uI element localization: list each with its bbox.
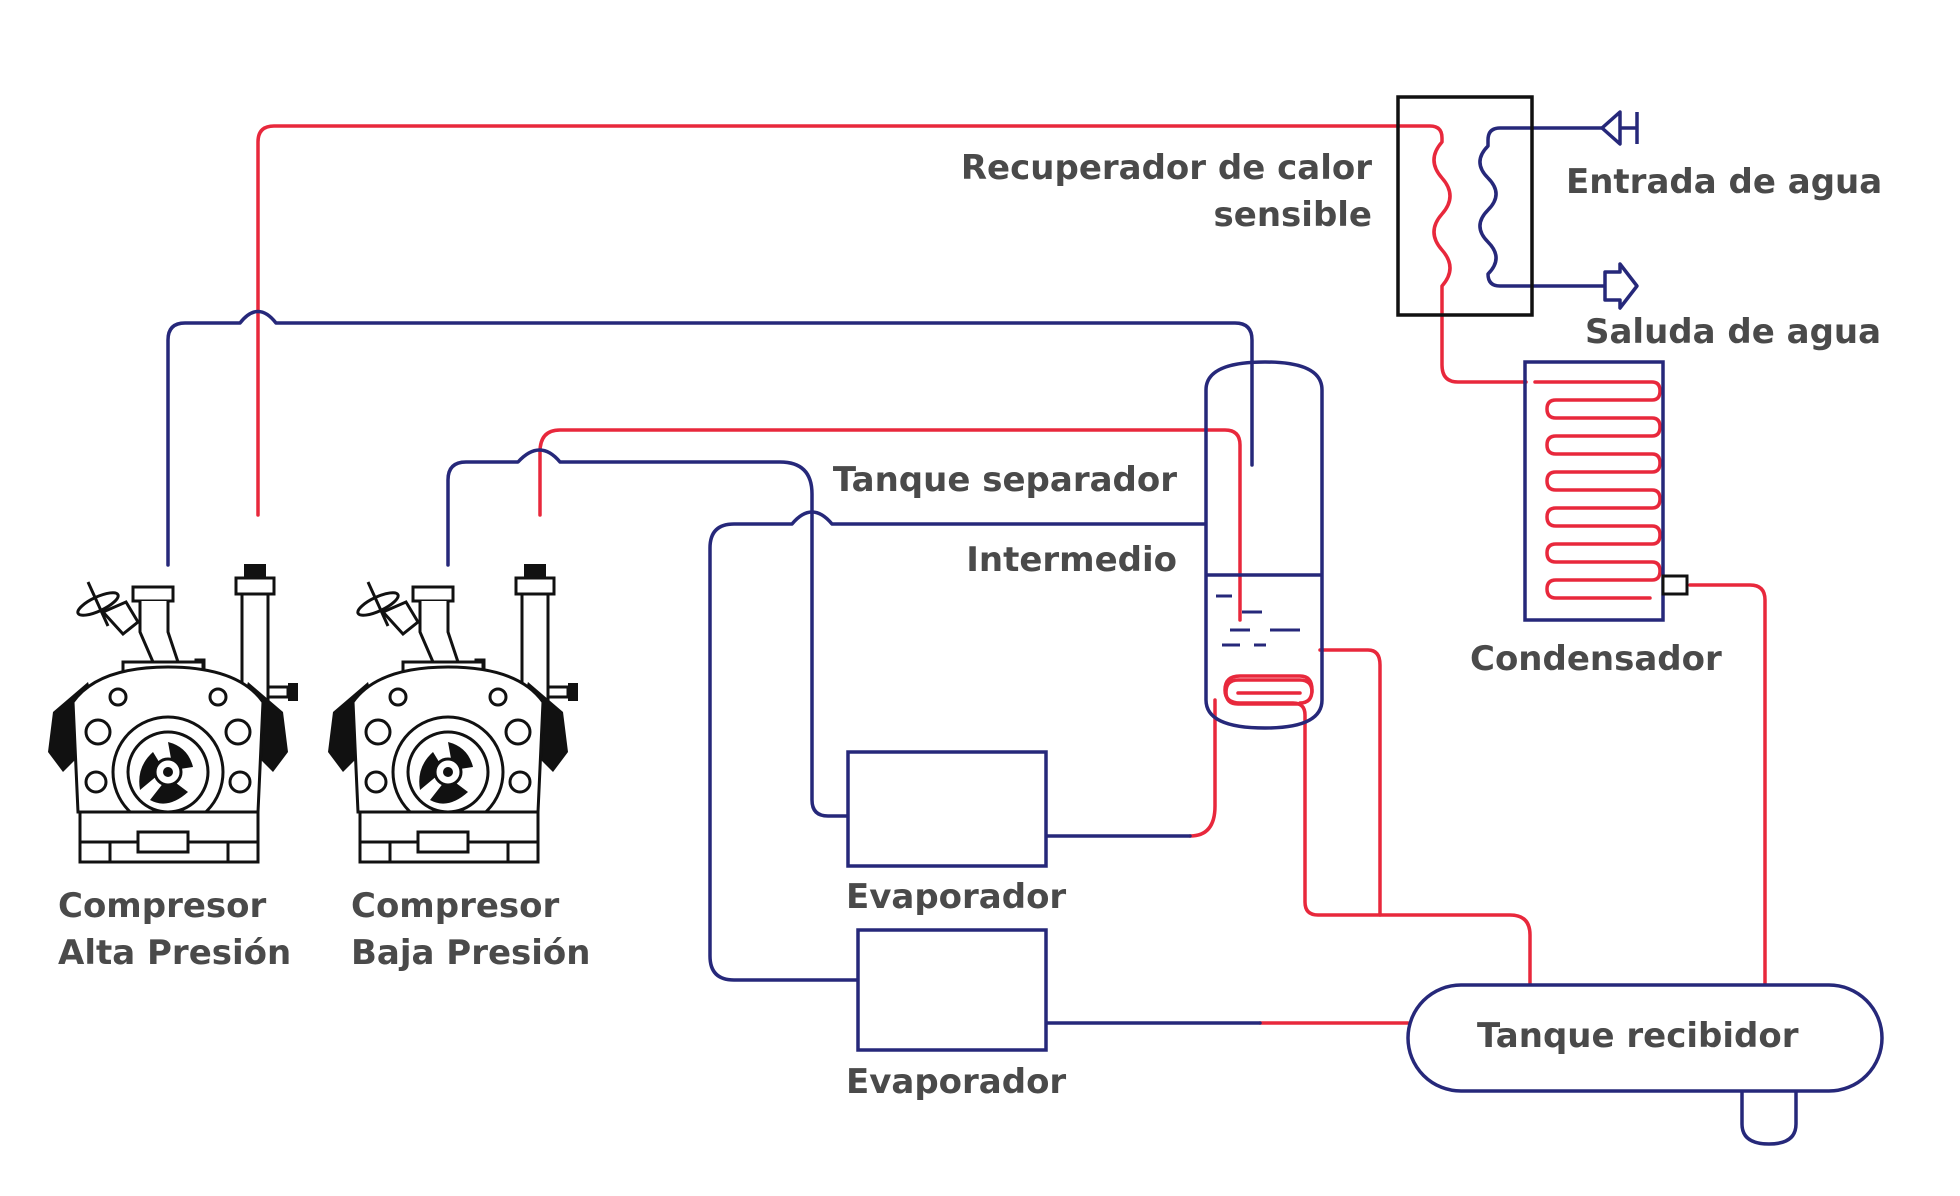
compressor-icon bbox=[326, 562, 580, 864]
heat-recovery-box bbox=[1396, 95, 1534, 317]
compressor-icon bbox=[46, 562, 300, 864]
hot-pipes bbox=[256, 124, 1767, 1025]
heat-recovery-label-1: Recuperador de calor bbox=[960, 148, 1372, 188]
condenser-box bbox=[1523, 360, 1665, 622]
tank-coil-inner bbox=[1224, 678, 1314, 706]
tank-separator-label-1: Tanque separador bbox=[832, 460, 1177, 500]
lp-discharge-pipe bbox=[538, 428, 1242, 622]
evap2-suction-pipe bbox=[708, 510, 1207, 982]
compressor-low-label-1: Compresor bbox=[351, 886, 560, 926]
receiver-to-coil-pipe bbox=[1223, 674, 1532, 992]
water-out-label: Saluda de agua bbox=[1585, 312, 1882, 352]
hp-suction-pipe bbox=[166, 309, 1254, 567]
water-coil bbox=[1478, 126, 1607, 288]
receiver-sump bbox=[1740, 1091, 1798, 1146]
evaporator-2-box bbox=[856, 928, 1048, 1052]
compressor-high-label-2: Alta Presión bbox=[58, 933, 292, 973]
receiver-tank bbox=[1406, 983, 1884, 1093]
tank-separator-label-2: Intermedio bbox=[966, 540, 1177, 580]
tank-to-evap1-pipe bbox=[1188, 698, 1217, 838]
lp-suction-pipe bbox=[446, 448, 850, 818]
heat-recovery-label-2: sensible bbox=[1213, 195, 1372, 235]
water-outlet-arrow-icon bbox=[1603, 262, 1639, 310]
cold-pipes bbox=[166, 126, 1607, 1025]
intermediate-tank bbox=[1204, 360, 1324, 730]
condenser-coil bbox=[1533, 380, 1662, 600]
hp-discharge-pipe bbox=[256, 124, 1528, 517]
evaporator-2-label: Evaporador bbox=[846, 1062, 1067, 1102]
compressor-low-label-2: Baja Presión bbox=[351, 933, 591, 973]
evaporator-1-box bbox=[846, 750, 1048, 868]
water-in-label: Entrada de agua bbox=[1566, 162, 1883, 202]
tank-coil bbox=[1318, 648, 1382, 917]
evaporator-1-label: Evaporador bbox=[846, 877, 1067, 917]
condenser-outlet-fitting bbox=[1661, 574, 1689, 596]
condenser-outlet-pipe bbox=[1688, 583, 1767, 992]
condenser-label: Condensador bbox=[1470, 639, 1722, 679]
compressor-high-label-1: Compresor bbox=[58, 886, 267, 926]
receiver-tank-label: Tanque recibidor bbox=[1477, 1016, 1799, 1056]
water-inlet-arrow-icon bbox=[1600, 110, 1637, 146]
